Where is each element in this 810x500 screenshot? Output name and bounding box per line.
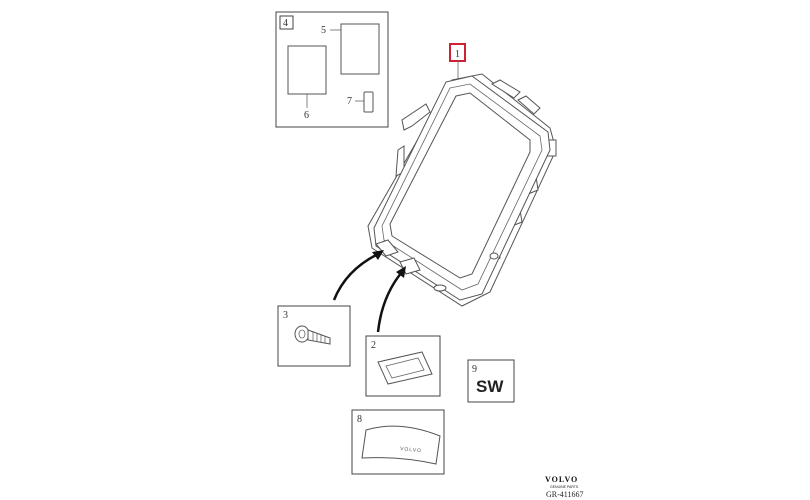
part-3-screw[interactable]: 3	[277, 305, 351, 367]
part-6[interactable]: 6	[287, 45, 327, 121]
part-9-software[interactable]: 9 SW	[467, 359, 515, 403]
display-unit-part-1[interactable]: 1	[367, 43, 557, 307]
pouch-emboss: VOLVO	[400, 446, 422, 454]
kit-box-4[interactable]: 4 5 6 7	[275, 11, 389, 128]
callout-3: 3	[283, 310, 288, 321]
callout-7: 7	[347, 96, 352, 107]
footer-logo: VOLVO GENUINE PARTS GR-411667	[545, 475, 583, 499]
callout-6: 6	[304, 110, 309, 121]
part-2-cover[interactable]: 2	[365, 335, 441, 397]
callout-5: 5	[321, 25, 326, 36]
part-5[interactable]: 5	[321, 23, 380, 75]
callout-8: 8	[357, 414, 362, 425]
sw-label: SW	[476, 377, 504, 396]
diagram-reference: GR-411667	[546, 490, 583, 499]
part-8-pouch[interactable]: 8 VOLVO	[351, 409, 445, 475]
callout-9: 9	[472, 364, 477, 375]
part-7[interactable]: 7	[347, 91, 374, 113]
callout-2: 2	[371, 340, 376, 351]
callout-4: 4	[283, 18, 288, 29]
callout-1: 1	[455, 49, 460, 60]
callout-1-highlight	[449, 43, 466, 62]
assembly-arrows	[332, 250, 406, 333]
volvo-logo-sub: GENUINE PARTS	[550, 485, 579, 489]
volvo-logo-text: VOLVO	[545, 475, 578, 484]
